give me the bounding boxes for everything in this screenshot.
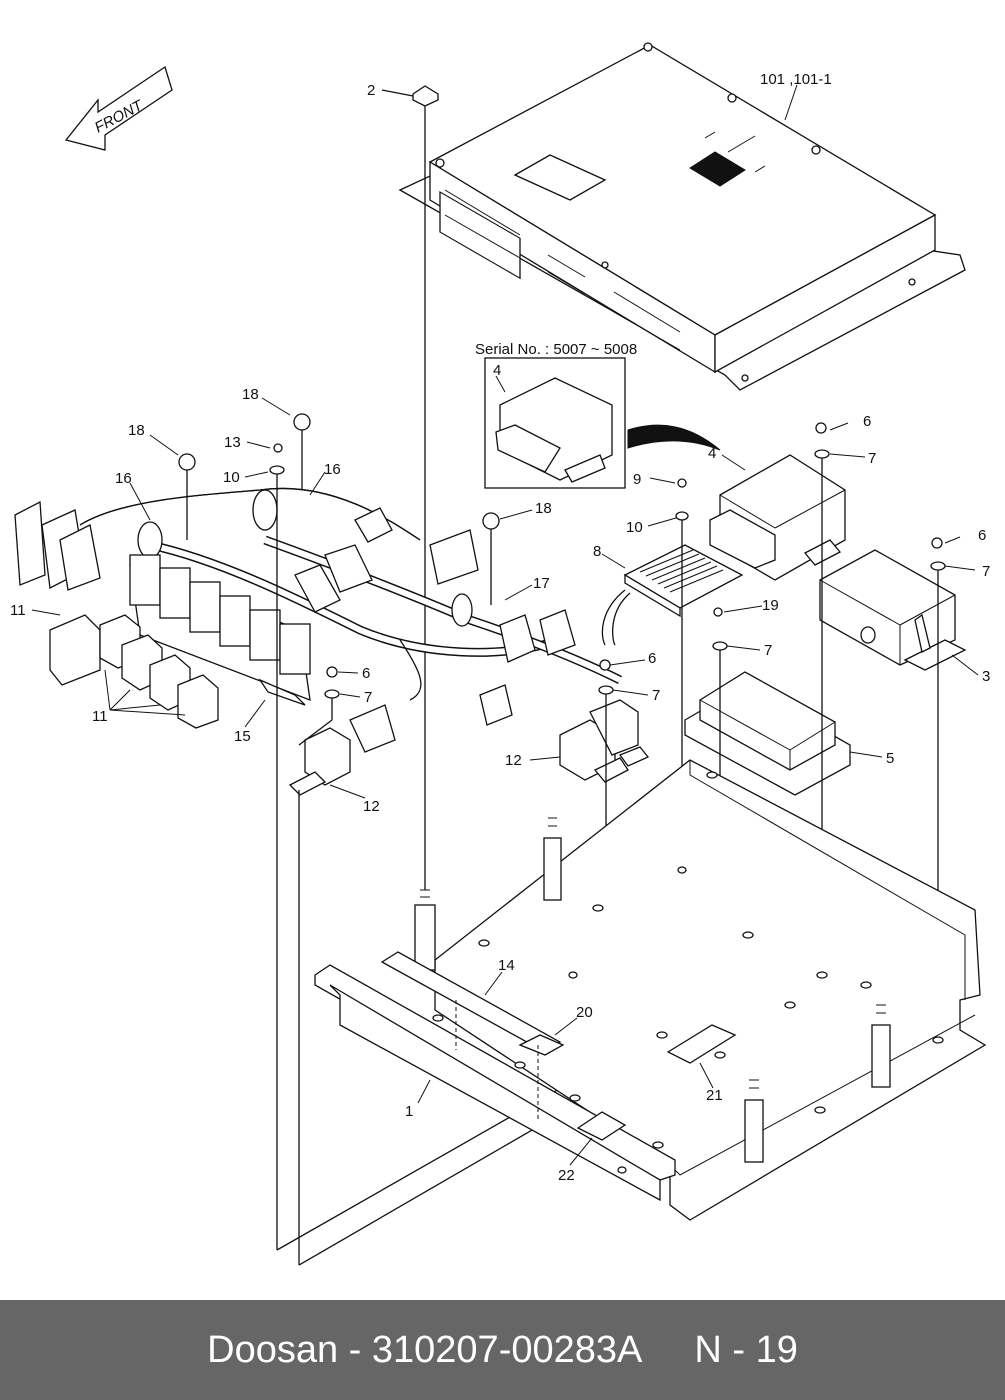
callout-7-top: 7 [868, 450, 876, 467]
serial-note: Serial No. : 5007 ~ 5008 [475, 341, 637, 358]
callout-9: 9 [633, 471, 641, 488]
callout-14: 14 [498, 957, 515, 974]
callout-6-left: 6 [362, 665, 370, 682]
callout-6-mid: 6 [648, 650, 656, 667]
front-arrow-icon: FRONT [64, 65, 173, 151]
callout-21: 21 [706, 1087, 723, 1104]
callout-16-right: 16 [324, 461, 341, 478]
bolts-washers [178, 413, 946, 1250]
callout-7-center: 7 [652, 687, 660, 704]
callout-13: 13 [224, 434, 241, 451]
callout-18-mid: 18 [535, 500, 552, 517]
callout-7-mid: 7 [764, 642, 772, 659]
footer-page-code: N - 19 [694, 1328, 798, 1371]
relay-block-15 [129, 554, 311, 706]
callout-3: 3 [982, 668, 990, 685]
footer-part-number: 310207-00283A [371, 1328, 643, 1371]
callout-12-right: 12 [505, 752, 522, 769]
callout-15: 15 [234, 728, 251, 745]
footer-brand: Doosan [207, 1328, 339, 1371]
footer-separator: - [338, 1328, 372, 1371]
callout-22: 22 [558, 1167, 575, 1184]
callout-leaders [31, 84, 979, 1166]
footer-bar: Doosan - 310207-00283A N - 19 [0, 1300, 1005, 1400]
bolt-2 [381, 85, 439, 890]
callout-4-inset: 4 [493, 362, 501, 379]
controller-unit-101 [398, 42, 966, 391]
callout-17: 17 [533, 575, 550, 592]
module-3 [819, 549, 967, 671]
relay-12-right [559, 699, 650, 783]
callout-5: 5 [886, 750, 894, 767]
callout-1: 1 [405, 1103, 413, 1120]
callout-7-right: 7 [982, 563, 990, 580]
heatsink-8 [601, 544, 744, 646]
callout-10-right: 10 [626, 519, 643, 536]
relay-12-left [288, 727, 351, 796]
callout-4: 4 [708, 445, 716, 462]
wire-harness [14, 487, 623, 753]
callout-11-top: 11 [10, 602, 26, 619]
serial-inset [484, 357, 721, 489]
callout-2: 2 [367, 82, 375, 99]
callout-6-right: 6 [978, 527, 986, 544]
callout-18-left: 18 [128, 422, 145, 439]
callout-19: 19 [762, 597, 779, 614]
callout-101: 101 ,101-1 [760, 71, 832, 88]
callout-12-left: 12 [363, 798, 380, 815]
callout-18-top: 18 [242, 386, 259, 403]
callout-7-left: 7 [364, 689, 372, 706]
callout-16-left: 16 [115, 470, 132, 487]
base-plate-1 [314, 759, 987, 1221]
block-5 [684, 671, 851, 796]
callout-10-left: 10 [223, 469, 240, 486]
callout-6-top: 6 [863, 413, 871, 430]
relays-11 [99, 614, 219, 729]
callout-labels: 101 ,101-1 2 Serial No. : 5007 ~ 5008 4 … [10, 71, 990, 1184]
exploded-parts-diagram: FRONT [10, 42, 990, 1266]
callout-11-bottom: 11 [92, 708, 108, 725]
callout-8: 8 [593, 543, 601, 560]
callout-20: 20 [576, 1004, 593, 1021]
relay-box-4 [709, 454, 846, 581]
pads [380, 951, 737, 1141]
